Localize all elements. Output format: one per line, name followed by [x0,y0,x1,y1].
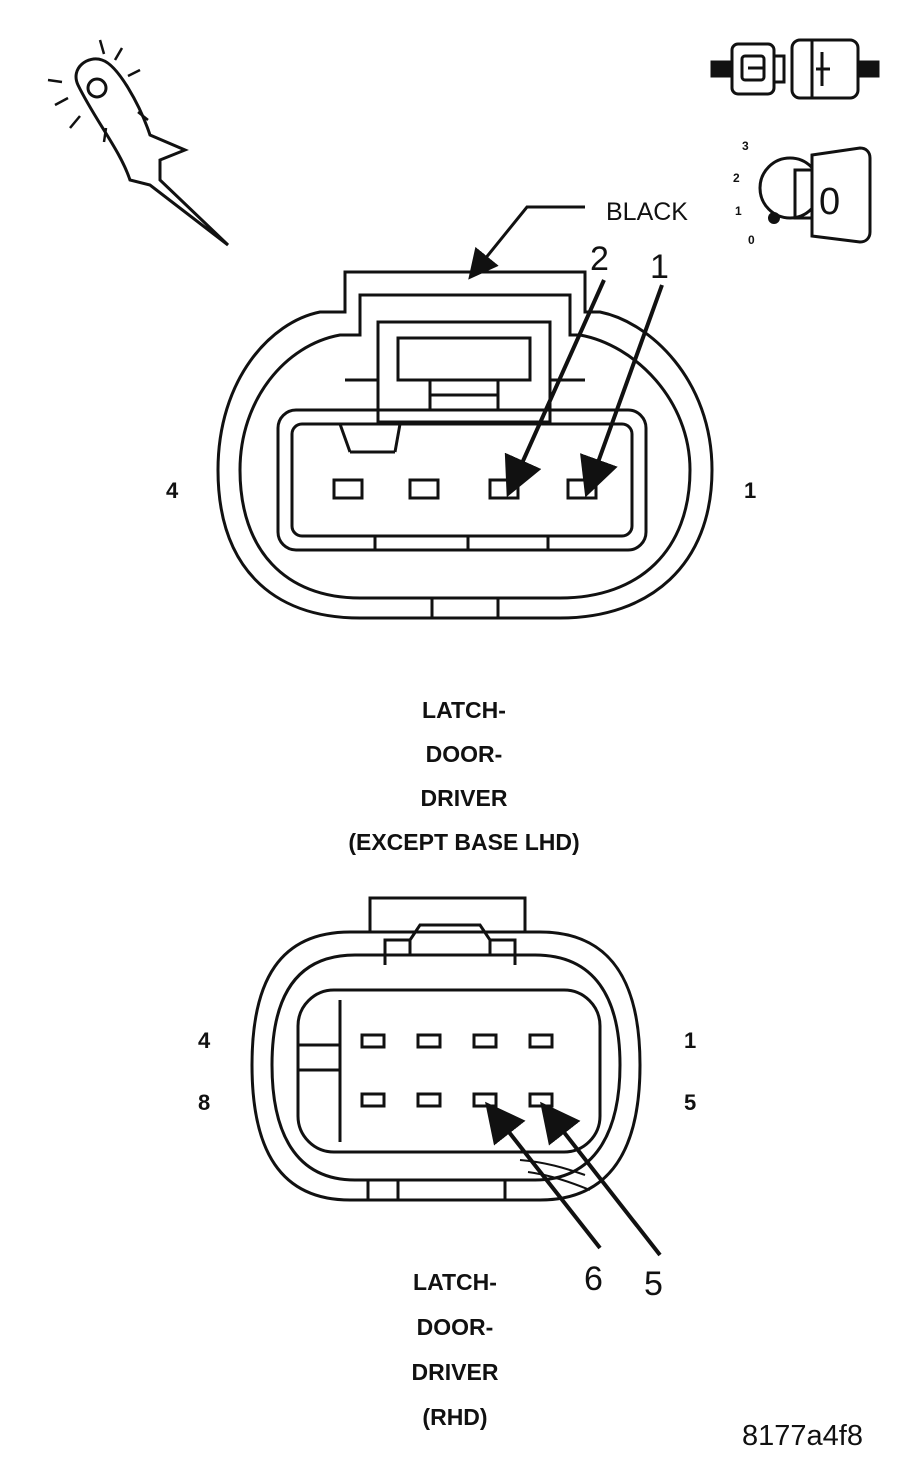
callout-label-pin-1: 1 [650,248,669,286]
bottom-pin-4 [360,1033,386,1049]
callout-label-pin-2: 2 [590,240,609,278]
top-side-label-left: 4 [166,478,179,503]
svg-text:(EXCEPT BASE LHD): (EXCEPT BASE LHD) [348,829,579,855]
bottom-connector [250,896,642,1202]
svg-text:DOOR-: DOOR- [417,1314,494,1340]
svg-text:(RHD): (RHD) [422,1404,487,1430]
svg-text:LATCH-: LATCH- [422,697,506,723]
callout-label-pin-6: 6 [584,1260,603,1298]
top-side-label-right: 1 [744,478,756,503]
bottom-row2-label-right: 5 [684,1090,696,1115]
bottom-pin-1 [528,1033,554,1049]
bottom-pin-5 [528,1092,554,1108]
ignition-key-label: 0 [819,181,840,223]
callout-arrow-pin-1 [580,284,664,498]
ignition-position-3: 3 [742,139,749,153]
top-pin-3 [408,478,440,500]
top-pin-4 [332,478,364,500]
top-connector-title: LATCH- DOOR- DRIVER (EXCEPT BASE LHD) [348,697,579,855]
bottom-pin-6 [472,1092,498,1108]
svg-text:DRIVER: DRIVER [421,785,508,811]
ignition-position-1: 1 [735,204,742,218]
svg-text:DRIVER: DRIVER [412,1359,499,1385]
bottom-connector-title: LATCH- DOOR- DRIVER (RHD) [412,1269,499,1430]
ignition-position-2: 2 [733,171,740,185]
bottom-row2-label-left: 8 [198,1090,210,1115]
bottom-row1-label-right: 1 [684,1028,696,1053]
top-connector [216,270,714,620]
callout-label-pin-5: 5 [644,1265,663,1303]
bottom-pin-7 [416,1092,442,1108]
bottom-pin-2 [472,1033,498,1049]
bottom-row1-label-left: 4 [198,1028,211,1053]
disconnected-connector-icon [710,38,880,100]
svg-text:DOOR-: DOOR- [426,741,503,767]
black-callout-line [468,205,585,280]
callout-arrow-pin-6 [485,1101,602,1250]
figure-id: 8177a4f8 [742,1420,863,1452]
bottom-pin-3 [416,1033,442,1049]
test-probe-icon [47,39,230,247]
ignition-key-off-icon: 0 3 2 1 0 [733,139,872,247]
bottom-pin-8 [360,1092,386,1108]
wire-color-label: BLACK [606,198,688,226]
svg-text:LATCH-: LATCH- [413,1269,497,1295]
ignition-position-0: 0 [748,233,755,247]
callout-arrow-pin-2 [504,279,606,498]
callout-arrow-pin-5 [540,1101,662,1257]
